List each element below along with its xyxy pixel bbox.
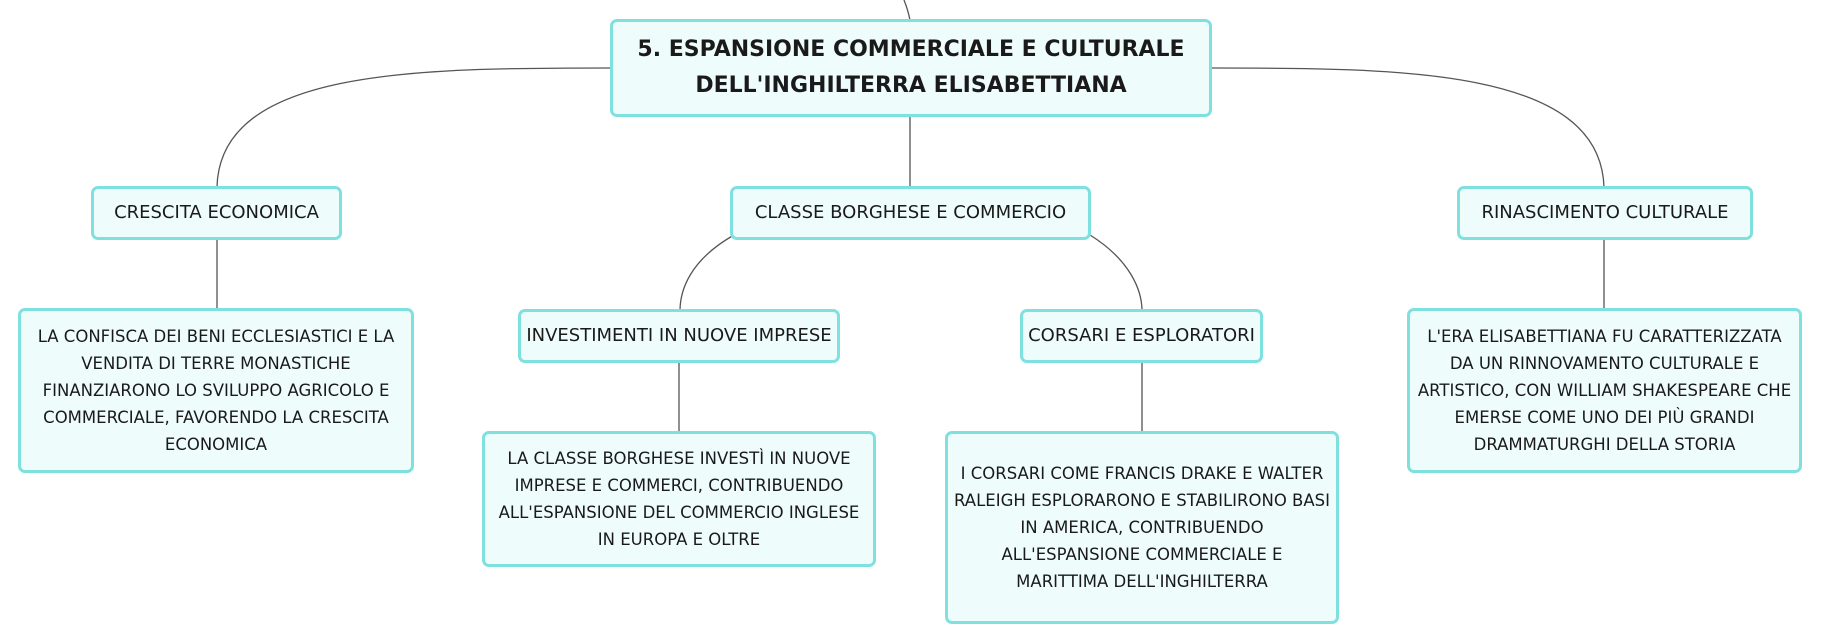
node-label: CRESCITA ECONOMICA xyxy=(114,202,319,223)
node-investimenti[interactable]: INVESTIMENTI IN NUOVE IMPRESE xyxy=(518,309,840,363)
node-label: CLASSE BORGHESE E COMMERCIO xyxy=(754,202,1067,223)
detail-text: LA CLASSE BORGHESE INVESTÌ IN NUOVE IMPR… xyxy=(498,449,860,549)
node-rinascimento-culturale[interactable]: RINASCIMENTO CULTURALE xyxy=(1457,186,1753,240)
node-crescita-economica[interactable]: CRESCITA ECONOMICA xyxy=(91,186,342,240)
detail-text: I CORSARI COME FRANCIS DRAKE E WALTER RA… xyxy=(954,464,1331,591)
detail-text: LA CONFISCA DEI BENI ECCLESIASTICI E LA … xyxy=(37,327,395,454)
root-title: 5. ESPANSIONE COMMERCIALE E CULTURALE DE… xyxy=(637,37,1185,98)
connector-root-to-rinascimento xyxy=(1209,67,1605,188)
connector-incoming xyxy=(903,0,911,21)
node-classe-borghese[interactable]: CLASSE BORGHESE E COMMERCIO xyxy=(730,186,1091,240)
root-node[interactable]: 5. ESPANSIONE COMMERCIALE E CULTURALE DE… xyxy=(610,19,1212,117)
node-label: INVESTIMENTI IN NUOVE IMPRESE xyxy=(526,325,832,346)
connector-classe-to-investimenti xyxy=(679,234,735,312)
connector-classe-to-corsari xyxy=(1089,234,1143,312)
node-label: RINASCIMENTO CULTURALE xyxy=(1481,202,1729,223)
node-corsari[interactable]: CORSARI E ESPLORATORI xyxy=(1020,309,1263,363)
detail-crescita[interactable]: LA CONFISCA DEI BENI ECCLESIASTICI E LA … xyxy=(18,308,414,473)
detail-rinascimento[interactable]: L'ERA ELISABETTIANA FU CARATTERIZZATA DA… xyxy=(1407,308,1802,473)
detail-investimenti[interactable]: LA CLASSE BORGHESE INVESTÌ IN NUOVE IMPR… xyxy=(482,431,876,567)
node-label: CORSARI E ESPLORATORI xyxy=(1028,325,1255,346)
connector-root-to-crescita xyxy=(216,67,613,188)
detail-corsari[interactable]: I CORSARI COME FRANCIS DRAKE E WALTER RA… xyxy=(945,431,1339,624)
detail-text: L'ERA ELISABETTIANA FU CARATTERIZZATA DA… xyxy=(1417,327,1792,454)
